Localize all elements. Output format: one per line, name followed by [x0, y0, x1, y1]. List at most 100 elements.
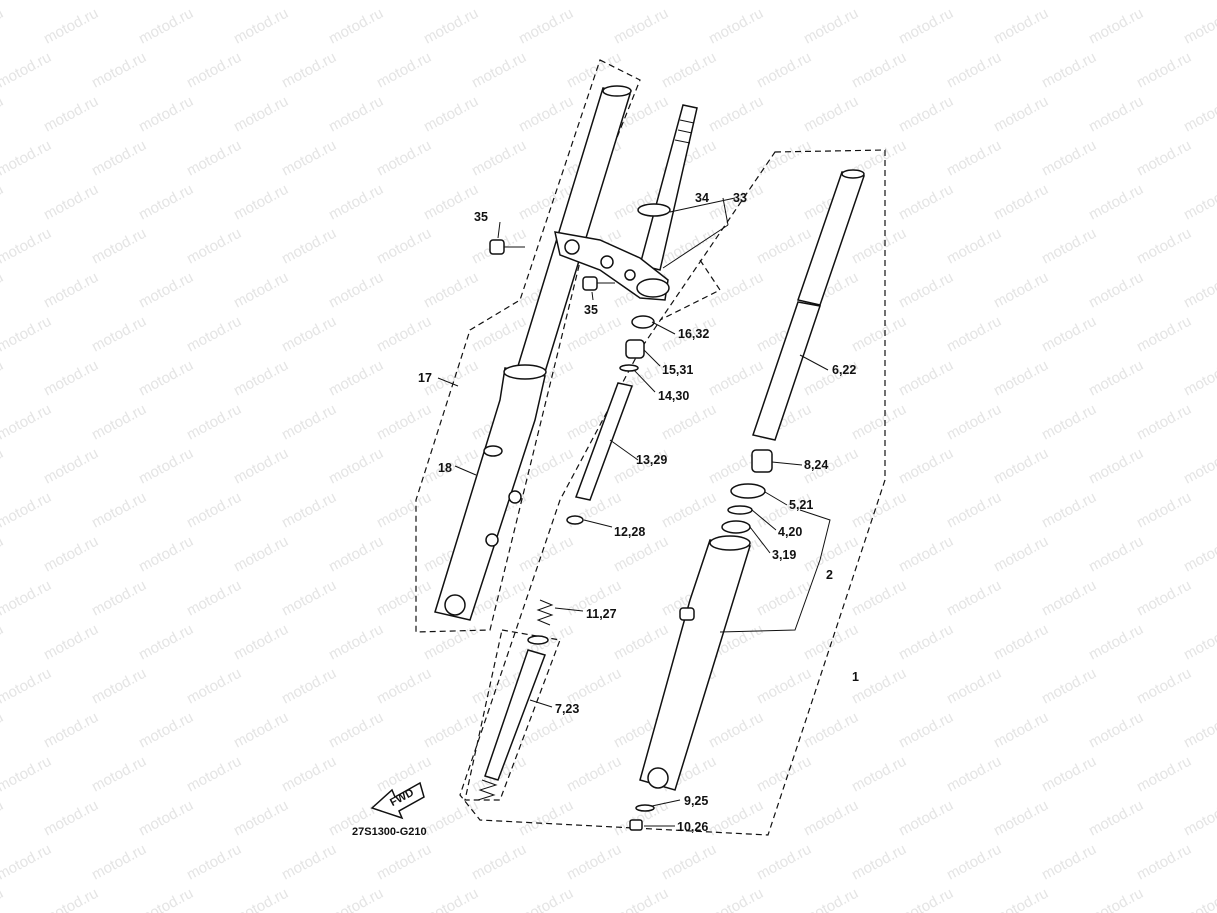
watermark-text: motod.ru [41, 5, 101, 48]
watermark-text: motod.ru [421, 181, 481, 224]
watermark-text: motod.ru [326, 5, 386, 48]
bracket-clamp-mid [600, 255, 614, 269]
watermark-text: motod.ru [136, 181, 196, 224]
watermark-text: motod.ru [136, 269, 196, 312]
watermark-text: motod.ru [326, 709, 386, 752]
watermark-text: motod.ru [754, 577, 814, 620]
watermark-text: motod.ru [0, 357, 6, 400]
watermark-text: motod.ru [1086, 5, 1146, 48]
watermark-text: motod.ru [184, 577, 244, 620]
watermark-text: motod.ru [849, 313, 909, 356]
watermark-text: motod.ru [1181, 885, 1217, 913]
watermark-text: motod.ru [231, 885, 291, 913]
watermark-text: motod.ru [184, 753, 244, 796]
watermark-text: motod.ru [0, 665, 54, 708]
watermark-text: motod.ru [896, 533, 956, 576]
watermark-text: motod.ru [469, 0, 529, 4]
watermark-text: motod.ru [896, 797, 956, 840]
watermark-text: motod.ru [326, 621, 386, 664]
watermark-text: motod.ru [184, 665, 244, 708]
watermark-text: motod.ru [991, 533, 1051, 576]
watermark-text: motod.ru [0, 137, 54, 180]
watermark-text: motod.ru [279, 401, 339, 444]
watermark-text: motod.ru [516, 93, 576, 136]
watermark-text: motod.ru [564, 313, 624, 356]
seat-12 [566, 515, 584, 525]
assembly-1-outline [459, 149, 886, 836]
watermark-text: motod.ru [279, 665, 339, 708]
watermark-text: motod.ru [136, 357, 196, 400]
watermark-text: motod.ru [0, 5, 6, 48]
right-outer-tube [639, 539, 751, 791]
watermark-text: motod.ru [231, 93, 291, 136]
watermark-text: motod.ru [374, 665, 434, 708]
watermark-text: motod.ru [944, 753, 1004, 796]
watermark-text: motod.ru [1086, 621, 1146, 664]
watermark-text: motod.ru [89, 665, 149, 708]
watermark-text: motod.ru [801, 709, 861, 752]
watermark-text: motod.ru [184, 401, 244, 444]
watermark-text: motod.ru [1039, 313, 1099, 356]
watermark-text: motod.ru [231, 533, 291, 576]
callout-6-22: 6,22 [832, 363, 856, 377]
watermark-text: motod.ru [1181, 709, 1217, 752]
watermark-text: motod.ru [1039, 665, 1099, 708]
watermark-text: motod.ru [991, 93, 1051, 136]
watermark-text: motod.ru [89, 313, 149, 356]
watermark-text: motod.ru [944, 577, 1004, 620]
watermark-text: motod.ru [1039, 401, 1099, 444]
watermark-text: motod.ru [231, 357, 291, 400]
watermark-text: motod.ru [184, 225, 244, 268]
watermark-text: motod.ru [1181, 621, 1217, 664]
watermark-text: motod.ru [0, 401, 54, 444]
right-axle-hole [647, 767, 669, 789]
washer-3 [721, 520, 751, 534]
watermark-text: motod.ru [564, 841, 624, 884]
seal-5 [730, 483, 766, 499]
watermark-text: motod.ru [374, 225, 434, 268]
bushing-8 [751, 449, 773, 473]
watermark-text: motod.ru [0, 489, 54, 532]
watermark-text: motod.ru [849, 49, 909, 92]
watermark-text: motod.ru [41, 709, 101, 752]
watermark-text: motod.ru [326, 533, 386, 576]
watermark-text: motod.ru [754, 665, 814, 708]
watermark-text: motod.ru [944, 401, 1004, 444]
watermark-text: motod.ru [1134, 49, 1194, 92]
watermark-text: motod.ru [184, 0, 244, 4]
watermark-text: motod.ru [896, 269, 956, 312]
watermark-text: motod.ru [89, 137, 149, 180]
watermark-text: motod.ru [1181, 5, 1217, 48]
watermark-text: motod.ru [991, 709, 1051, 752]
watermark-text: motod.ru [1086, 357, 1146, 400]
bracket-right-eye [636, 278, 670, 298]
watermark-text: motod.ru [0, 753, 54, 796]
callout-3-19: 3,19 [772, 548, 796, 562]
watermark-text: motod.ru [136, 5, 196, 48]
callout-8-24: 8,24 [804, 458, 828, 472]
watermark-text: motod.ru [896, 5, 956, 48]
callout-4-20: 4,20 [778, 525, 802, 539]
watermark-text: motod.ru [0, 841, 54, 884]
watermark-text: motod.ru [184, 313, 244, 356]
watermark-text: motod.ru [136, 621, 196, 664]
ring-7-top [527, 635, 549, 645]
left-caliper-mount-upper [508, 490, 522, 504]
watermark-text: motod.ru [469, 49, 529, 92]
watermark-text: motod.ru [754, 753, 814, 796]
watermark-text: motod.ru [1086, 797, 1146, 840]
watermark-text: motod.ru [231, 5, 291, 48]
drain-bolt-10 [629, 819, 643, 831]
watermark-text: motod.ru [326, 357, 386, 400]
watermark-text: motod.ru [374, 577, 434, 620]
watermark-text: motod.ru [1039, 841, 1099, 884]
watermark-text: motod.ru [944, 225, 1004, 268]
callout-15-31: 15,31 [662, 363, 693, 377]
watermark-text: motod.ru [564, 0, 624, 4]
watermark-text: motod.ru [89, 49, 149, 92]
watermark-text: motod.ru [136, 797, 196, 840]
watermark-text: motod.ru [1134, 841, 1194, 884]
spacer-13 [574, 382, 634, 501]
watermark-text: motod.ru [231, 709, 291, 752]
watermark-text: motod.ru [896, 357, 956, 400]
